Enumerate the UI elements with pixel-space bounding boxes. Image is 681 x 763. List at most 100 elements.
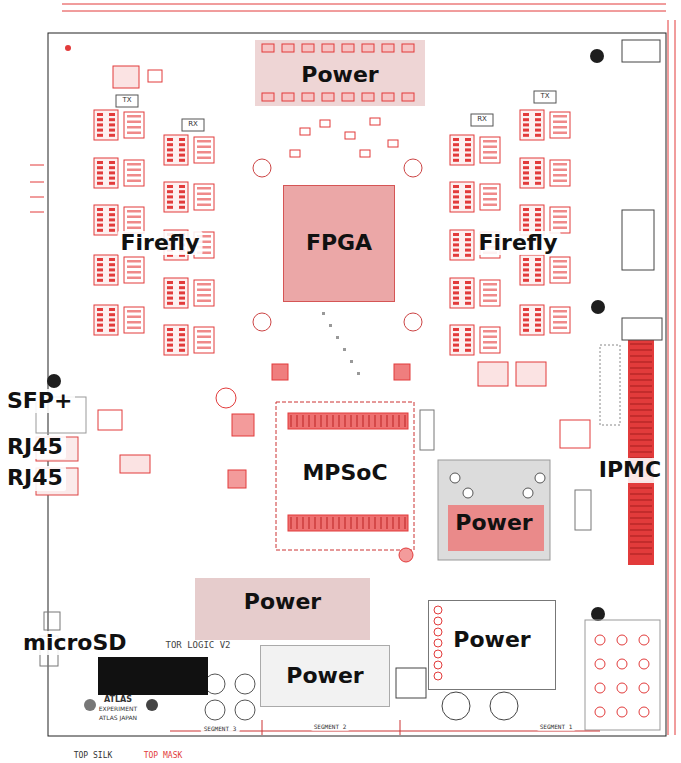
firefly-connector	[194, 137, 214, 163]
connector-pin	[351, 415, 352, 427]
pad	[453, 344, 459, 347]
pad	[167, 138, 173, 141]
tag-box	[471, 114, 493, 126]
ipmc-pin	[630, 440, 652, 441]
pad	[453, 243, 459, 246]
ipmc-pin	[630, 434, 652, 435]
pad	[179, 154, 185, 157]
pad	[97, 208, 103, 211]
pad	[97, 113, 103, 116]
pad	[535, 318, 541, 321]
connector-pin	[351, 517, 352, 529]
pad	[483, 347, 497, 350]
pad	[109, 113, 115, 116]
inductor	[396, 668, 426, 698]
test-point	[434, 639, 442, 647]
pad	[523, 161, 529, 164]
dimension-tick	[30, 212, 44, 213]
dimension-tick	[30, 197, 44, 198]
pad	[109, 268, 115, 271]
firefly-connector	[550, 307, 570, 333]
firefly-body	[520, 255, 544, 285]
firefly-body	[164, 135, 188, 165]
pad	[179, 302, 185, 305]
pad	[453, 349, 459, 352]
connector-pin	[303, 415, 304, 427]
pad	[109, 213, 115, 216]
power-pin	[595, 683, 605, 693]
capacitor	[490, 692, 518, 720]
ipmc-pin	[630, 512, 652, 513]
power-pin	[639, 635, 649, 645]
connector-pin	[309, 517, 310, 529]
connector-pin	[381, 517, 382, 529]
button	[44, 612, 60, 630]
via-large	[523, 488, 533, 498]
pad	[483, 140, 497, 143]
pad	[167, 328, 173, 331]
connector-pin	[375, 415, 376, 427]
pad	[97, 324, 103, 327]
pad	[453, 281, 459, 284]
pad	[523, 166, 529, 169]
region-label: Power	[241, 590, 324, 614]
pad	[535, 279, 541, 282]
ipmc-pin	[630, 536, 652, 537]
pad	[109, 313, 115, 316]
pad	[535, 118, 541, 121]
pad	[523, 123, 529, 126]
connector-pin	[309, 415, 310, 427]
connector-pin	[303, 517, 304, 529]
power-pin	[639, 659, 649, 669]
pad	[523, 268, 529, 271]
pad	[109, 279, 115, 282]
mounting-hole	[47, 374, 61, 388]
connector-pin	[369, 517, 370, 529]
board-name: TOR LOGIC V2	[165, 641, 230, 651]
pad	[535, 308, 541, 311]
pad	[453, 233, 459, 236]
smd-part	[302, 93, 314, 101]
pad	[97, 218, 103, 221]
column-tag: TX	[122, 97, 131, 105]
pad	[109, 229, 115, 232]
pad	[167, 185, 173, 188]
logo-mark	[84, 699, 96, 711]
capacitor	[235, 674, 255, 694]
pad	[179, 195, 185, 198]
pad	[197, 341, 211, 344]
pad	[523, 177, 529, 180]
pad	[553, 221, 567, 224]
pad	[453, 291, 459, 294]
pad	[109, 123, 115, 126]
pad	[97, 129, 103, 132]
pad	[553, 210, 567, 213]
connector-pin	[333, 415, 334, 427]
pad	[453, 338, 459, 341]
dimension-line	[62, 11, 666, 12]
pad	[97, 279, 103, 282]
smd-part	[382, 44, 394, 52]
segment-label: SEGMENT 2	[311, 724, 350, 731]
pad	[179, 138, 185, 141]
pad	[167, 291, 173, 294]
via	[329, 324, 332, 327]
layer-name: TOP MASK	[144, 752, 183, 761]
board-outline	[48, 33, 666, 736]
test-point	[434, 606, 442, 614]
pad	[453, 302, 459, 305]
connector-pin	[405, 517, 406, 529]
smd-part	[362, 93, 374, 101]
smd-part	[382, 93, 394, 101]
edge-connector	[622, 40, 660, 62]
via-large	[535, 473, 545, 483]
region-label: MPSoC	[299, 461, 390, 485]
pad	[167, 286, 173, 289]
power-pin	[617, 659, 627, 669]
pad	[109, 134, 115, 137]
pad	[553, 163, 567, 166]
pad	[197, 347, 211, 350]
connector-pin	[393, 415, 394, 427]
pad	[535, 182, 541, 185]
ic-part	[228, 470, 246, 488]
